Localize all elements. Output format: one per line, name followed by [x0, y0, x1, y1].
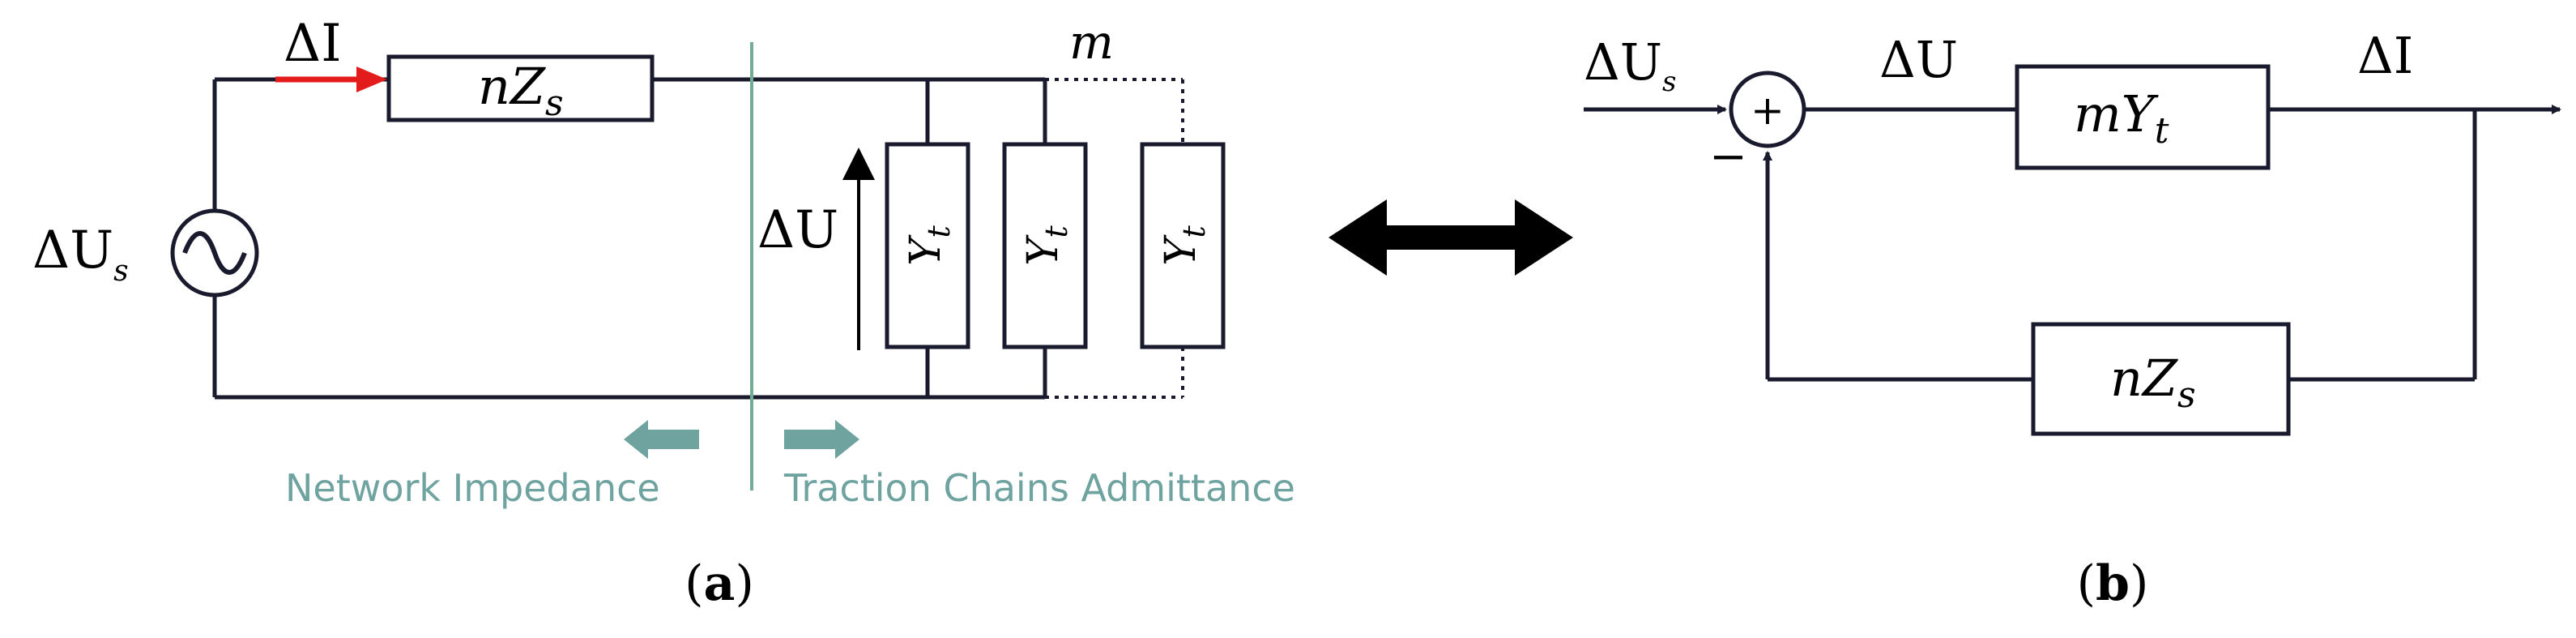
panel-b-block-diagram: ΔUs + − ΔU mYt ΔI nZs (b) — [1584, 26, 2561, 612]
ac-source — [170, 208, 259, 298]
sum-plus-sign: + — [1751, 87, 1785, 134]
right-arrow-icon — [784, 420, 859, 459]
output-label: ΔI — [2357, 26, 2413, 85]
network-impedance-label: Network Impedance — [285, 466, 660, 510]
traction-admittance-label: Traction Chains Admittance — [783, 466, 1295, 510]
error-label: ΔU — [1879, 30, 1958, 89]
caption-a: (a) — [685, 555, 754, 612]
current-label: ΔI — [284, 14, 342, 74]
source-voltage-label: ΔUs — [32, 221, 129, 288]
caption-b: (b) — [2077, 555, 2149, 612]
feedback-block — [2031, 322, 2291, 436]
sum-minus-sign: − — [1709, 131, 1747, 183]
impedance-label: nZs — [478, 57, 564, 124]
forward-label: mYt — [2074, 84, 2169, 152]
feedback-label: nZs — [2110, 349, 2196, 416]
input-label: ΔUs — [1584, 32, 1676, 98]
panel-a-circuit: nZs ΔUs ΔI Yt Yt Yt — [32, 14, 1295, 612]
double-arrow-icon — [1329, 199, 1573, 276]
sine-wave-icon — [182, 231, 247, 275]
current-arrow — [275, 66, 387, 92]
impedance-box — [386, 54, 655, 122]
admittance-branch-m: Yt — [1140, 79, 1226, 397]
forward-block — [2015, 64, 2271, 170]
admittance-branch-1: Yt — [885, 79, 970, 397]
admittance-label-2: Yt — [1019, 225, 1074, 265]
admittance-label-1: Yt — [902, 225, 957, 265]
admittance-label-m: Yt — [1157, 225, 1212, 265]
admittance-branch-2: Yt — [1002, 79, 1088, 397]
voltage-label: ΔU — [757, 200, 838, 260]
left-arrow-icon — [624, 420, 699, 459]
count-label: m — [1069, 15, 1114, 70]
